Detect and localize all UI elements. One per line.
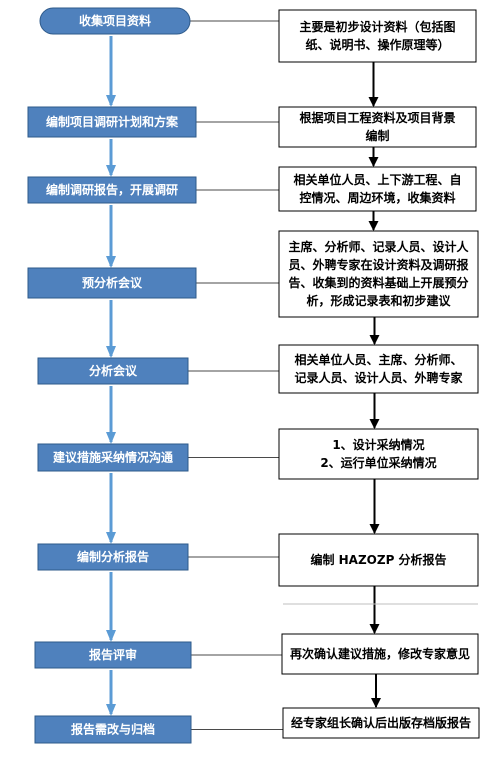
note-line: 1、设计采纳情况 <box>332 437 424 452</box>
step-box <box>34 715 192 744</box>
process-step: 收集项目资料 <box>39 7 191 35</box>
note-line: 纸、说明书、操作原理等） <box>305 37 449 52</box>
note-line: 相关单位人员、主席、分析师、 <box>294 352 462 367</box>
process-step: 报告需改与归档 <box>34 715 192 744</box>
step-box <box>27 176 197 204</box>
step-note: 1、设计采纳情况 2、运行单位采纳情况 <box>278 428 479 480</box>
note-line: 主要是初步设计资料（包括图 <box>299 19 455 34</box>
step-note: 相关单位人员、主席、分析师、记录人员、设计人员、外聘专家 <box>278 344 479 394</box>
note-line: 根据项目工程资料及项目背景 <box>299 110 455 125</box>
note-box <box>278 166 477 212</box>
step-box <box>39 7 191 35</box>
step-box <box>37 543 189 571</box>
step-note: 经专家组长确认后出版存档版报告 <box>282 707 480 739</box>
step-label: 建议措施采纳情况沟通 <box>52 450 173 465</box>
step-box <box>27 106 197 138</box>
note-line: 再次确认建议措施，修改专家意见 <box>290 646 470 661</box>
process-step: 报告评审 <box>34 641 192 669</box>
step-note: 编制 HAZOZP 分析报告 <box>278 533 479 587</box>
step-label: 报告评审 <box>89 647 137 662</box>
step-box <box>37 357 189 385</box>
note-line: 编制 <box>364 128 389 143</box>
step-label: 编制调研报告，开展调研 <box>45 182 178 197</box>
note-line: 告、收集到的资料基础上开展预分 <box>288 275 468 290</box>
step-box <box>34 641 192 669</box>
step-label: 分析会议 <box>89 363 138 378</box>
step-label: 编制项目调研计划和方案 <box>45 114 179 129</box>
note-line: 2、运行单位采纳情况 <box>320 455 436 470</box>
step-label: 报告需改与归档 <box>71 722 155 737</box>
step-label: 预分析会议 <box>82 275 143 290</box>
step-note: 再次确认建议措施，修改专家意见 <box>281 633 479 675</box>
note-line: 编制 HAZOZP 分析报告 <box>309 552 446 567</box>
note-line: 经专家组长确认后出版存档版报告 <box>291 715 471 730</box>
note-line: 析，形成记录表和初步建议 <box>306 293 451 308</box>
note-box <box>278 9 477 63</box>
step-label: 编制分析报告 <box>76 549 149 564</box>
note-box <box>278 533 479 587</box>
process-step: 编制项目调研计划和方案 <box>27 106 197 138</box>
process-step: 预分析会议 <box>27 267 197 299</box>
note-line: 员、外聘专家在设计资料及调研报 <box>288 257 468 272</box>
process-step: 编制调研报告，开展调研 <box>27 176 197 204</box>
note-line: 控情况、周边环境，收集资料 <box>299 190 455 205</box>
process-step: 分析会议 <box>37 357 189 385</box>
process-step: 编制分析报告 <box>37 543 189 571</box>
note-box <box>281 633 479 675</box>
note-box <box>278 230 479 318</box>
note-box <box>278 344 479 394</box>
step-box <box>27 267 197 299</box>
step-note: 主席、分析师、记录人员、设计人员、外聘专家在设计资料及调研报告、收集到的资料基础… <box>278 230 479 318</box>
note-box <box>282 707 480 739</box>
step-box <box>37 443 189 472</box>
process-step: 建议措施采纳情况沟通 <box>37 443 189 472</box>
step-label: 收集项目资料 <box>79 13 151 28</box>
note-line: 相关单位人员、上下游工程、自 <box>293 172 461 187</box>
note-line: 记录人员、设计人员、外聘专家 <box>294 370 463 385</box>
note-box <box>278 428 479 480</box>
note-box <box>278 106 477 148</box>
note-line: 主席、分析师、记录人员、设计人 <box>288 239 469 254</box>
